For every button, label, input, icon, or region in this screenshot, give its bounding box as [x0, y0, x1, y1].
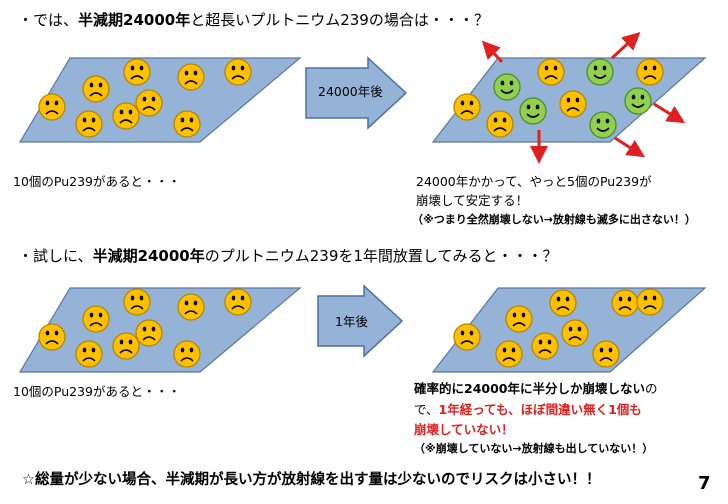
sad-face-icon	[505, 305, 533, 333]
row2-right-note: （※崩壊していない→放射線も出していない！）	[414, 442, 654, 455]
happy-face-icon	[624, 87, 652, 115]
sad-face-icon	[38, 93, 66, 121]
sad-face-icon	[453, 93, 481, 121]
sad-face-icon	[495, 340, 523, 368]
sad-face-icon	[123, 58, 151, 86]
page-number: 7	[698, 473, 711, 494]
right-arrow-icon	[317, 284, 404, 358]
row2-right-line3: 崩壊していない！	[414, 422, 514, 437]
sad-face-icon	[224, 58, 252, 86]
row1-right-line2: 崩壊して安定する！	[416, 193, 529, 208]
sad-face-icon	[177, 293, 205, 321]
sad-face-icon	[636, 58, 664, 86]
sad-face-icon	[135, 319, 163, 347]
sad-face-icon	[636, 288, 664, 316]
row1-right-line1: 24000年かかって、やっと5個のPu239が	[416, 174, 652, 189]
heading-2: ・試しに、半減期24000年のプルトニウム239を1年間放置してみると・・・？	[18, 247, 558, 265]
sad-face-icon	[82, 305, 110, 333]
sad-face-icon	[75, 340, 103, 368]
heading-1: ・では、半減期24000年と超長いプルトニウム239の場合は・・・？	[18, 11, 489, 29]
sad-face-icon	[453, 323, 481, 351]
footer-conclusion: ☆総量が少ない場合、半減期が長い方が放射線を出す量は少ないのでリスクは小さい！！	[22, 472, 601, 488]
happy-face-icon	[586, 58, 614, 86]
sad-face-icon	[611, 289, 639, 317]
sad-face-icon	[559, 90, 587, 118]
sad-face-icon	[38, 323, 66, 351]
sad-face-icon	[173, 110, 201, 138]
sad-face-icon	[537, 58, 565, 86]
sad-face-icon	[486, 110, 514, 138]
sad-face-icon	[75, 110, 103, 138]
sad-face-icon	[112, 332, 140, 360]
radiation-arrow-icon	[614, 136, 646, 158]
happy-face-icon	[519, 97, 547, 125]
sad-face-icon	[177, 63, 205, 91]
happy-face-icon	[493, 73, 521, 101]
sad-face-icon	[531, 332, 559, 360]
sad-face-icon	[82, 75, 110, 103]
radiation-arrow-icon	[653, 102, 686, 124]
sad-face-icon	[224, 288, 252, 316]
happy-face-icon	[589, 111, 617, 139]
row2-arrow-label: 1年後	[335, 314, 368, 329]
sad-face-icon	[549, 289, 577, 317]
row1-arrow-label: 24000年後	[318, 84, 383, 99]
row2-right-line2: で、1年経っても、ほぼ間違い無く1個も	[414, 402, 642, 417]
sad-face-icon	[561, 319, 589, 347]
right-arrow-icon	[305, 56, 408, 130]
sad-face-icon	[173, 340, 201, 368]
radiation-arrow-icon	[610, 31, 641, 60]
sad-face-icon	[112, 102, 140, 130]
sad-face-icon	[123, 288, 151, 316]
sad-face-icon	[135, 89, 163, 117]
row2-right-line1: 確率的に24000年に半分しか崩壊しないの	[414, 381, 658, 396]
sad-face-icon	[592, 340, 620, 368]
radiation-arrow-icon	[481, 40, 504, 64]
row2-left-caption: 10個のPu239があると・・・	[13, 384, 181, 399]
row1-right-note: （※つまり全然崩壊しない→放射線も滅多に出さない！）	[412, 213, 696, 226]
row1-left-caption: 10個のPu239があると・・・	[13, 174, 181, 189]
